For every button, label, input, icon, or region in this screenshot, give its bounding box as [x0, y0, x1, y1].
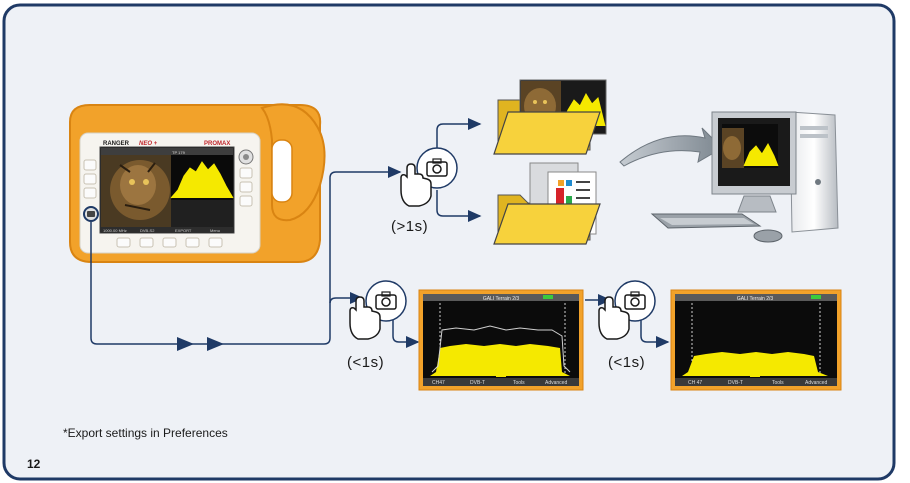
flow-arrowhead-2: [207, 337, 224, 351]
camera-hand-icon-short-2: [598, 280, 656, 340]
device-left-key: [83, 159, 97, 171]
computer-icon: [650, 111, 839, 243]
screenshot-1-softkey-3: Tools: [513, 380, 525, 386]
screenshot-2-title: GALI Terrain 2/3: [737, 296, 774, 302]
screenshot-1-title: GALI Terrain 2/3: [483, 296, 520, 302]
device-model: NEO +: [139, 141, 158, 147]
screenshot-2-softkey-3: Tools: [772, 380, 784, 386]
flow-arrowhead-1: [177, 337, 194, 351]
spectrum-screenshot-1: GALI Terrain 2/3 CH47 DVB-T Tools Advanc…: [418, 289, 584, 391]
device-softkey-2: DVB-S2: [140, 228, 155, 233]
device-softkey-4: Menu: [210, 228, 220, 233]
screenshot-1-softkey-2: DVB-T: [470, 380, 485, 386]
device-maker-logo: PROMAX: [204, 141, 230, 147]
page-number: 12: [27, 457, 41, 471]
camera-hand-icon-short-1: [349, 280, 407, 340]
device-brand: RANGER: [103, 141, 130, 147]
screenshot-1-softkey-4: Advanced: [545, 380, 567, 386]
camera-hand-icon-long: [400, 147, 458, 207]
short-press-caption-1: (<1s): [347, 354, 385, 371]
folder-image-icon: [493, 79, 607, 155]
spectrum-screenshot-2: GALI Terrain 2/3 CH 47 DVB-T Tools Advan…: [670, 289, 842, 391]
screenshot-2-softkey-2: DVB-T: [728, 380, 743, 386]
device-softkey-3: EXPORT: [175, 228, 192, 233]
device-softkey-1: 1000.00 MHz: [103, 228, 127, 233]
screenshot-1-softkey-1: CH47: [432, 380, 445, 386]
short-press-caption-2: (<1s): [608, 354, 646, 371]
folder-report-icon: [493, 162, 601, 245]
screenshot-2-softkey-4: Advanced: [805, 380, 827, 386]
ranger-device: TP 179 1000.00 MHz DVB-S2 EXPORT Menu RA…: [69, 103, 326, 263]
svg-text:TP 179: TP 179: [172, 150, 186, 155]
screenshot-2-softkey-1: CH 47: [688, 380, 702, 386]
footnote: *Export settings in Preferences: [63, 426, 228, 440]
long-press-caption: (>1s): [391, 218, 429, 235]
